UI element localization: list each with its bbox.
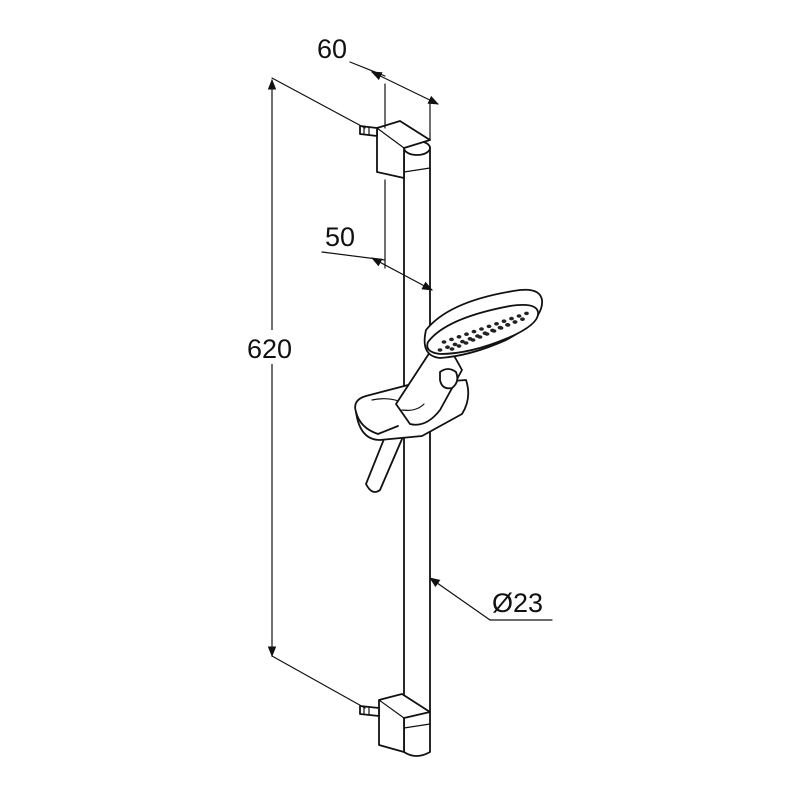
spray-holes xyxy=(437,311,529,352)
dimension-50-label: 50 xyxy=(325,222,355,252)
dimension-diameter: Ø23 xyxy=(429,577,553,621)
spray-hole xyxy=(437,348,443,352)
spray-hole xyxy=(486,324,492,329)
spray-hole xyxy=(524,311,529,316)
spray-hole xyxy=(477,335,483,339)
spray-hole xyxy=(456,344,462,348)
dimension-60: 60 xyxy=(317,34,439,141)
spray-hole xyxy=(449,337,454,342)
spray-hole xyxy=(491,329,497,333)
spray-hole xyxy=(516,314,522,318)
spray-hole xyxy=(498,326,504,330)
spray-hole xyxy=(452,342,458,347)
spray-hole xyxy=(441,340,447,344)
spray-hole xyxy=(494,322,499,326)
spray-hole xyxy=(509,316,514,321)
spray-hole xyxy=(484,332,490,336)
dimension-620-label: 620 xyxy=(247,334,292,364)
hand-shower-head xyxy=(423,288,543,359)
spray-hole xyxy=(464,332,469,337)
slide-rail xyxy=(403,140,431,757)
dimension-60-label: 60 xyxy=(317,34,347,64)
spray-hole xyxy=(501,319,507,324)
spray-hole xyxy=(449,347,455,351)
spray-hole xyxy=(463,341,469,345)
slider-lever xyxy=(365,423,406,493)
spray-hole xyxy=(445,345,450,350)
spray-hole xyxy=(479,327,484,331)
spray-hole xyxy=(520,317,525,322)
spray-hole xyxy=(512,320,518,324)
dimension-50: 50 xyxy=(321,179,433,291)
dimension-diameter-label: Ø23 xyxy=(492,588,543,618)
spray-hole xyxy=(470,338,476,342)
spray-hole xyxy=(456,335,462,339)
spray-hole xyxy=(471,329,477,334)
dimension-620: 620 xyxy=(246,77,366,709)
spray-hole xyxy=(505,323,511,327)
